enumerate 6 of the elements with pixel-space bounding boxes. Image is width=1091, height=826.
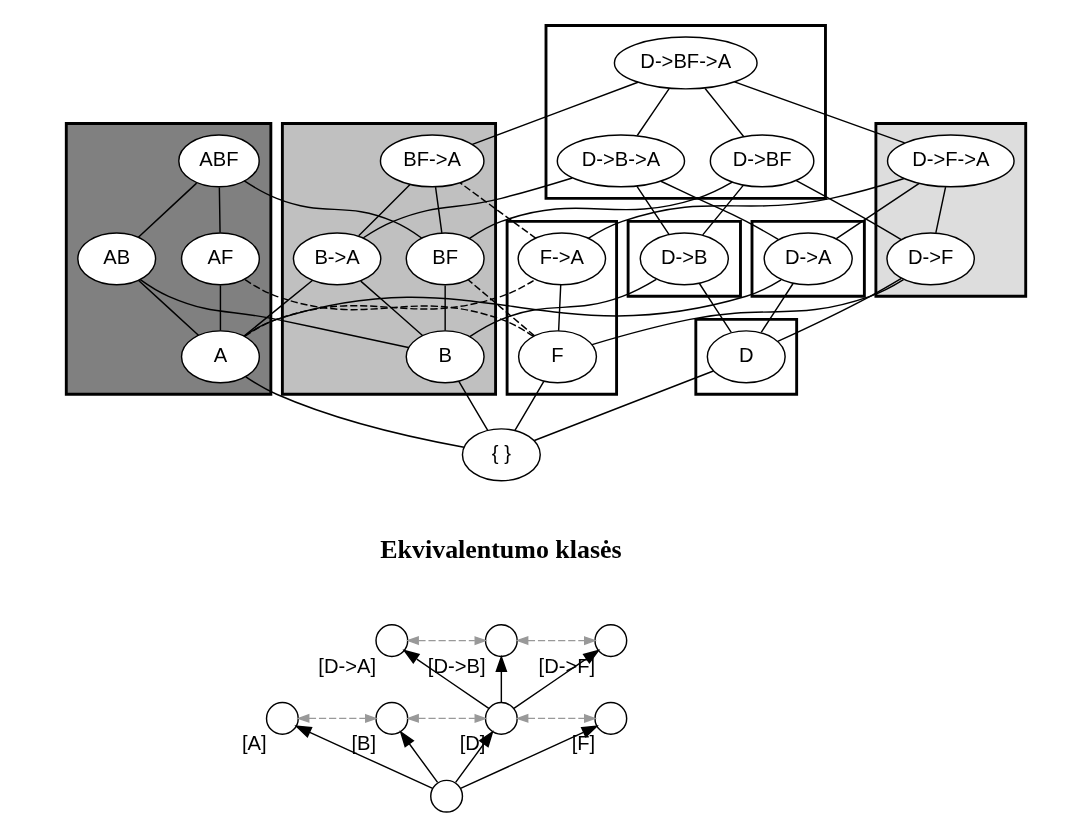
node-label: [A] <box>241 732 267 755</box>
label: Ekvivalentumo klasės <box>379 534 622 564</box>
node-label: [D->B] <box>427 654 486 677</box>
node-label: [B] <box>350 732 376 755</box>
node-label: [D->A] <box>317 654 376 677</box>
node-label: [F] <box>571 732 595 755</box>
